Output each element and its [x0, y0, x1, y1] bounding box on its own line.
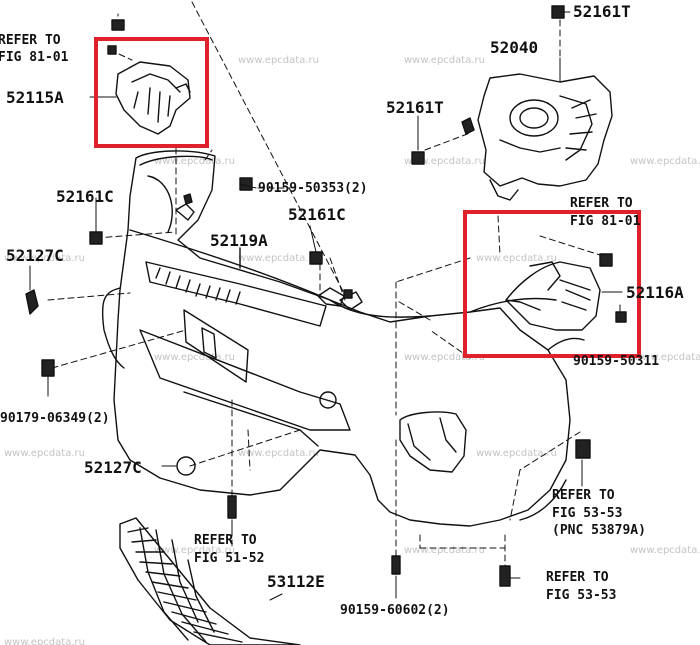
- watermark: www.epcdata.ru: [154, 156, 235, 167]
- ref-fig5353a-line2: FIG 53-53: [552, 506, 623, 521]
- part-label-52127C-left: 52127C: [6, 246, 64, 265]
- watermark: www.epcdata.ru: [404, 156, 485, 167]
- bracket-52115A: [115, 61, 191, 135]
- highlight-box-52116A: [463, 210, 641, 358]
- plate-recess: [183, 309, 249, 383]
- part-label-90159-60602: 90159-60602(2): [340, 603, 450, 618]
- bumper-cover-outline: [113, 150, 571, 527]
- watermark: www.epcdata.ru: [634, 352, 700, 363]
- watermark: www.epcdata.ru: [404, 545, 485, 556]
- part-label-52116A: 52116A: [626, 283, 684, 302]
- ref-fig81-topleft-line1: REFER TO: [0, 33, 61, 48]
- watermark: www.epcdata.ru: [154, 545, 235, 556]
- ref-fig51-line1: REFER TO: [194, 533, 257, 548]
- part-label-52161T-mid: 52161T: [386, 98, 444, 117]
- watermark: www.epcdata.ru: [404, 55, 485, 66]
- ref-fig51-line2: FIG 51-52: [194, 551, 265, 566]
- part-label-53112E: 53112E: [267, 572, 325, 591]
- watermark: www.epcdata.ru: [630, 545, 700, 556]
- watermark: www.epcdata.ru: [476, 448, 557, 459]
- ref-fig5353a-line3: (PNC 53879A): [552, 523, 646, 538]
- bracket-52116A: [505, 261, 601, 331]
- ref-fig5353a-line1: REFER TO: [552, 488, 615, 503]
- part-label-90159-50311: 90159-50311: [573, 354, 660, 369]
- part-label-52161T-top: 52161T: [573, 2, 631, 21]
- fasteners: [25, 5, 627, 587]
- part-label-90179-06349: 90179-06349(2): [0, 411, 110, 426]
- ref-fig81-topleft-line2: FIG 81-01: [0, 50, 69, 65]
- watermark: www.epcdata.ru: [154, 352, 235, 363]
- part-label-52119A: 52119A: [210, 231, 268, 250]
- watermark: www.epcdata.ru: [4, 637, 85, 645]
- part-label-52127C-bottom: 52127C: [84, 458, 142, 477]
- grille-opening: [145, 261, 327, 327]
- ref-fig81-right-line1: REFER TO: [570, 196, 633, 211]
- guide-lines: [47, 1, 621, 576]
- watermark: www.epcdata.ru: [238, 448, 319, 459]
- fog-bracket-52040: [477, 73, 613, 201]
- right-fog-opening: [399, 411, 467, 473]
- watermark: www.epcdata.ru: [630, 156, 700, 167]
- part-label-52161C-left: 52161C: [56, 187, 114, 206]
- watermark: www.epcdata.ru: [404, 352, 485, 363]
- part-label-52115A: 52115A: [6, 88, 64, 107]
- watermark: www.epcdata.ru: [4, 448, 85, 459]
- watermark: www.epcdata.ru: [476, 253, 557, 264]
- highlight-box-52115A: [94, 37, 209, 148]
- part-label-90159-50353: 90159-50353(2): [258, 181, 368, 196]
- watermark: www.epcdata.ru: [238, 253, 319, 264]
- part-label-52161C-mid: 52161C: [288, 205, 346, 224]
- ref-fig81-right-line2: FIG 81-01: [570, 214, 641, 229]
- watermark: www.epcdata.ru: [238, 55, 319, 66]
- ref-fig5353b-line1: REFER TO: [546, 570, 609, 585]
- grille-53112E: [119, 517, 301, 645]
- ref-fig5353b-line2: FIG 53-53: [546, 588, 617, 603]
- part-label-52040: 52040: [490, 38, 539, 57]
- watermark: www.epcdata.ru: [4, 253, 85, 264]
